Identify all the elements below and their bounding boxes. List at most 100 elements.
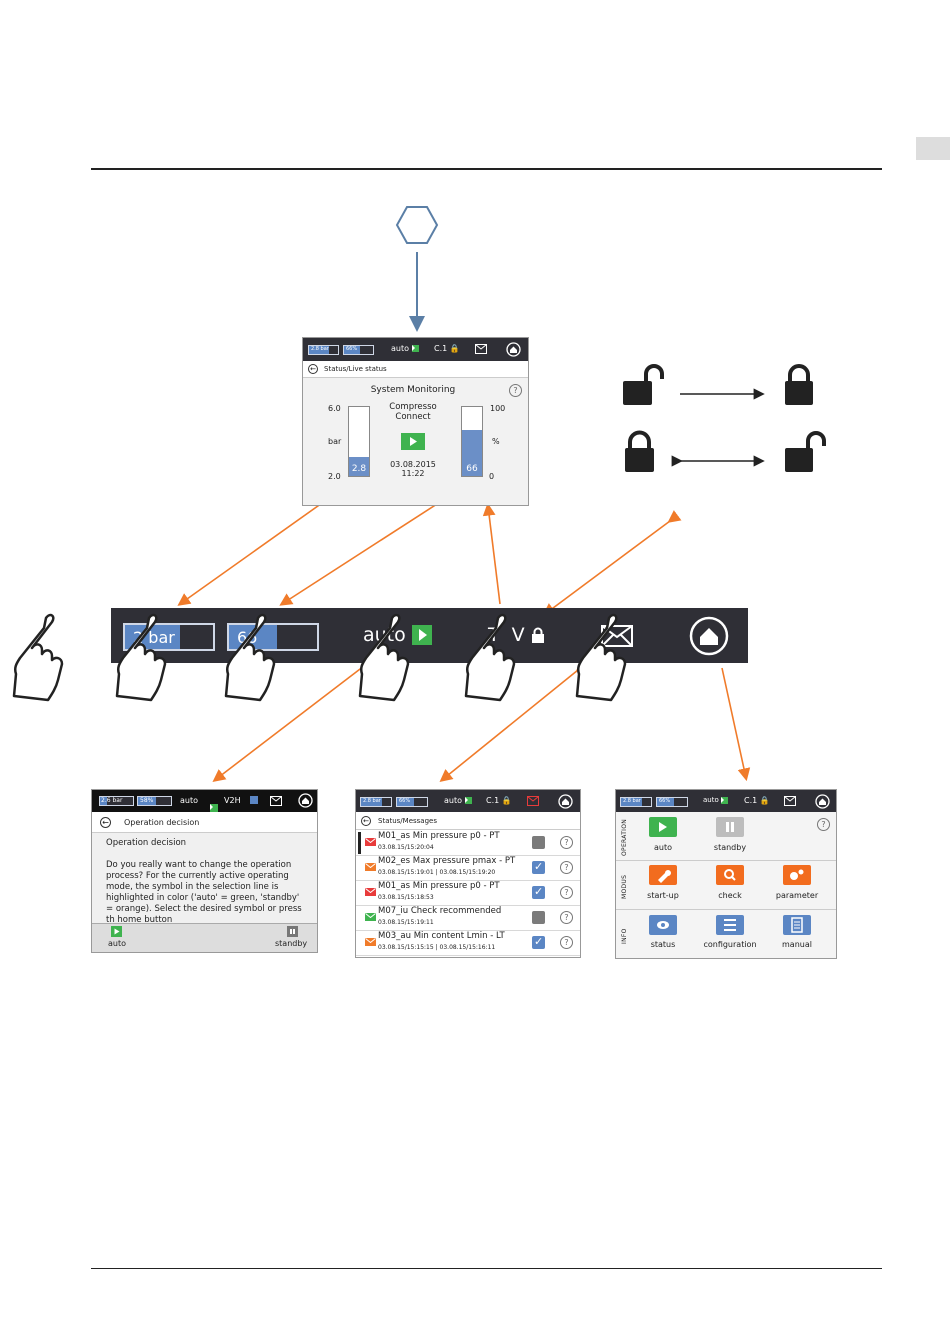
help-icon[interactable]: ?: [817, 818, 830, 831]
level-chip[interactable]: 66%: [656, 797, 688, 807]
level-chip[interactable]: 66%: [396, 797, 428, 807]
message-row[interactable]: M03_au Min content Lmin - LT 03.08.15/15:…: [356, 930, 580, 956]
acknowledge-checkbox[interactable]: [532, 860, 545, 874]
list-icon: [724, 919, 736, 931]
pressure-chip-label: 2.8 bar: [363, 798, 381, 804]
pressure-chip-label: 2.8 bar: [623, 798, 641, 804]
check-label: check: [718, 891, 742, 900]
pressure-chip[interactable]: 2.8 bar: [308, 345, 339, 355]
play-icon: [721, 796, 728, 804]
help-icon[interactable]: ?: [509, 384, 522, 397]
back-icon[interactable]: [308, 364, 318, 374]
mode-label: auto: [703, 796, 719, 804]
save-icon[interactable]: [250, 796, 258, 804]
mode-indicator[interactable]: auto: [703, 796, 728, 804]
pressure-chip[interactable]: 2.6 bar: [99, 796, 134, 806]
level-chip-label: 66%: [659, 798, 671, 804]
status-bar: 2.8 bar 66% auto C.1 🔒: [356, 790, 580, 812]
configuration-button[interactable]: [716, 915, 744, 935]
locked-padlock-icon: [625, 430, 654, 472]
pressure-chip[interactable]: 2.8 bar: [360, 797, 392, 807]
parameter-button[interactable]: [783, 865, 811, 885]
envelope-icon[interactable]: [527, 796, 539, 806]
breadcrumb-label: Status/Messages: [378, 817, 437, 825]
pressure-chip[interactable]: 2.8 bar: [620, 797, 652, 807]
auto-play-button[interactable]: [401, 433, 425, 450]
help-icon[interactable]: ?: [560, 886, 573, 899]
breadcrumb: Operation decision: [92, 813, 317, 833]
level-max-label: 100: [490, 404, 506, 413]
device-name-line2: Connect: [395, 412, 431, 422]
page-title: System Monitoring: [370, 385, 456, 395]
dialog-body: Operation decision Do you really want to…: [92, 833, 317, 923]
help-icon[interactable]: ?: [560, 911, 573, 924]
help-icon[interactable]: ?: [560, 836, 573, 849]
config-indicator[interactable]: C.1 🔒: [486, 796, 512, 805]
mode-indicator[interactable]: auto: [444, 796, 472, 805]
mode-indicator[interactable]: auto: [391, 344, 419, 353]
home-icon[interactable]: [506, 342, 521, 357]
level-chip[interactable]: 66%: [343, 345, 374, 355]
eye-icon: [657, 921, 669, 929]
pressure-gauge[interactable]: 2.8: [348, 406, 370, 477]
home-icon[interactable]: [688, 615, 730, 657]
status-bar: 2.8 bar 66% auto C.1 🔒: [303, 338, 528, 361]
standby-button[interactable]: [716, 817, 744, 837]
level-gauge[interactable]: 66: [461, 406, 483, 477]
home-icon[interactable]: [815, 794, 830, 809]
config-indicator[interactable]: C.1 🔒: [434, 344, 460, 353]
help-icon[interactable]: ?: [560, 936, 573, 949]
hand-icon: [575, 613, 627, 702]
status-button[interactable]: [649, 915, 677, 935]
configuration-label: configuration: [703, 940, 757, 949]
level-chip[interactable]: 58%: [137, 796, 172, 806]
envelope-icon[interactable]: [270, 796, 282, 806]
unlocked-padlock-icon: [623, 364, 664, 405]
auto-button[interactable]: [649, 817, 677, 837]
mode-label: auto: [391, 344, 410, 353]
monitoring-panel: System Monitoring ? 6.0 bar 2.0 2.8 Comp…: [303, 378, 528, 505]
operation-decision-screen: 2.6 bar 58% auto V2H Operation decision …: [91, 789, 318, 953]
mode-label[interactable]: auto: [180, 796, 199, 805]
home-icon[interactable]: [298, 793, 313, 808]
back-icon[interactable]: [361, 816, 371, 826]
acknowledge-checkbox[interactable]: [532, 935, 545, 949]
envelope-icon[interactable]: [784, 796, 796, 806]
hand-icon: [224, 613, 276, 702]
acknowledge-checkbox[interactable]: [532, 911, 545, 924]
play-icon[interactable]: [111, 926, 122, 937]
acknowledge-checkbox[interactable]: [532, 836, 545, 849]
auto-label[interactable]: auto: [108, 939, 127, 948]
message-title: M03_au Min content Lmin - LT: [378, 931, 505, 941]
start-up-button[interactable]: [649, 865, 677, 885]
section-label-modus: MODUS: [621, 874, 628, 899]
check-button[interactable]: [716, 865, 744, 885]
pause-icon: [726, 822, 734, 832]
standby-label[interactable]: standby: [275, 939, 308, 948]
envelope-icon: [365, 913, 376, 921]
envelope-icon[interactable]: [475, 344, 487, 354]
home-icon[interactable]: [558, 794, 573, 809]
arrow-config: [482, 502, 501, 605]
section-label-operation: OPERATION: [621, 818, 628, 856]
help-icon[interactable]: ?: [560, 861, 573, 874]
acknowledge-checkbox[interactable]: [532, 885, 545, 899]
parameter-label: parameter: [775, 891, 819, 900]
back-icon[interactable]: [100, 817, 111, 828]
info-section: INFO status configuration manual: [616, 910, 836, 958]
gears-icon: [790, 869, 804, 880]
config-indicator[interactable]: C.1 🔒: [744, 796, 770, 805]
message-time: 03.08.15/15:15:15 | 03.08.15/15:16:11: [378, 944, 496, 951]
manual-button[interactable]: [783, 915, 811, 935]
config-label[interactable]: V2H: [224, 796, 241, 805]
message-title: M01_as Min pressure p0 - PT: [378, 881, 500, 891]
pause-icon[interactable]: [287, 926, 298, 937]
scroll-indicator[interactable]: [358, 832, 361, 854]
play-icon: [411, 625, 432, 645]
